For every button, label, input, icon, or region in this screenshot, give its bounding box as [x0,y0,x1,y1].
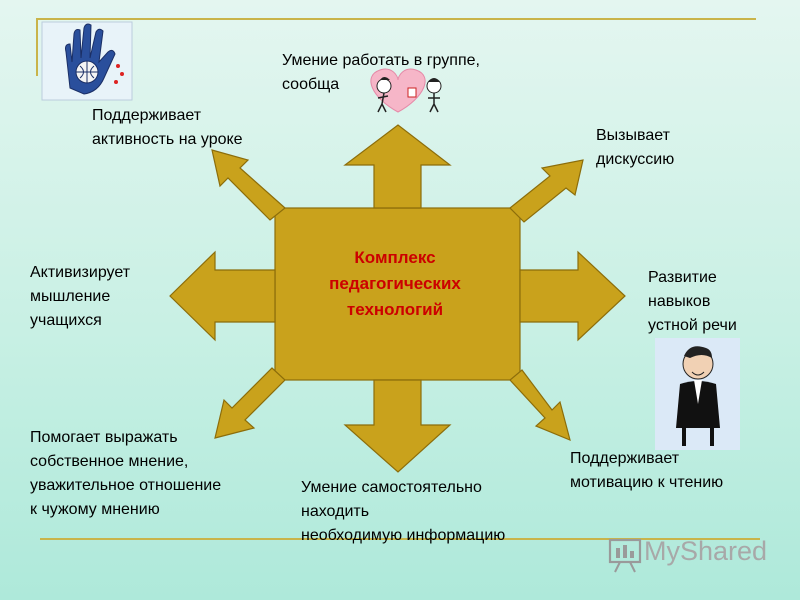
bottom-rule-line [40,538,760,540]
watermark-presentation-icon [608,538,642,573]
arrow-down [343,379,452,473]
arrow-right [519,250,626,342]
arrow-up-left [211,149,286,221]
label-top: Умение работать в группе, сообща [282,52,480,93]
label-bottom-left: Помогает выражать собственное мнение, ув… [30,429,222,518]
center-title: Комплекс педагогических технологий [329,248,461,319]
arrow-down-left [214,367,286,439]
label-right: Развитие навыков устной речи [648,269,737,334]
top-rule-line [36,18,756,20]
left-rule-line [36,18,38,76]
label-bottom: Умение самостоятельно находить необходим… [301,479,506,544]
label-top-left: Поддерживает активность на уроке [92,107,243,148]
arrow-left [169,250,276,342]
watermark-text: MyShared [644,536,768,566]
arrow-down-right [509,369,571,442]
label-bottom-right: Поддерживает мотивацию к чтению [570,450,724,491]
label-top-right: Вызывает дискуссию [596,127,675,168]
businessman-icon [655,338,740,450]
label-left: Активизирует мышление учащихся [30,264,131,329]
arrow-up-right [509,159,584,223]
hand-globe-icon [41,21,133,101]
arrow-group [169,124,626,473]
children-heart-icon [370,68,442,113]
arrow-up [343,124,452,209]
